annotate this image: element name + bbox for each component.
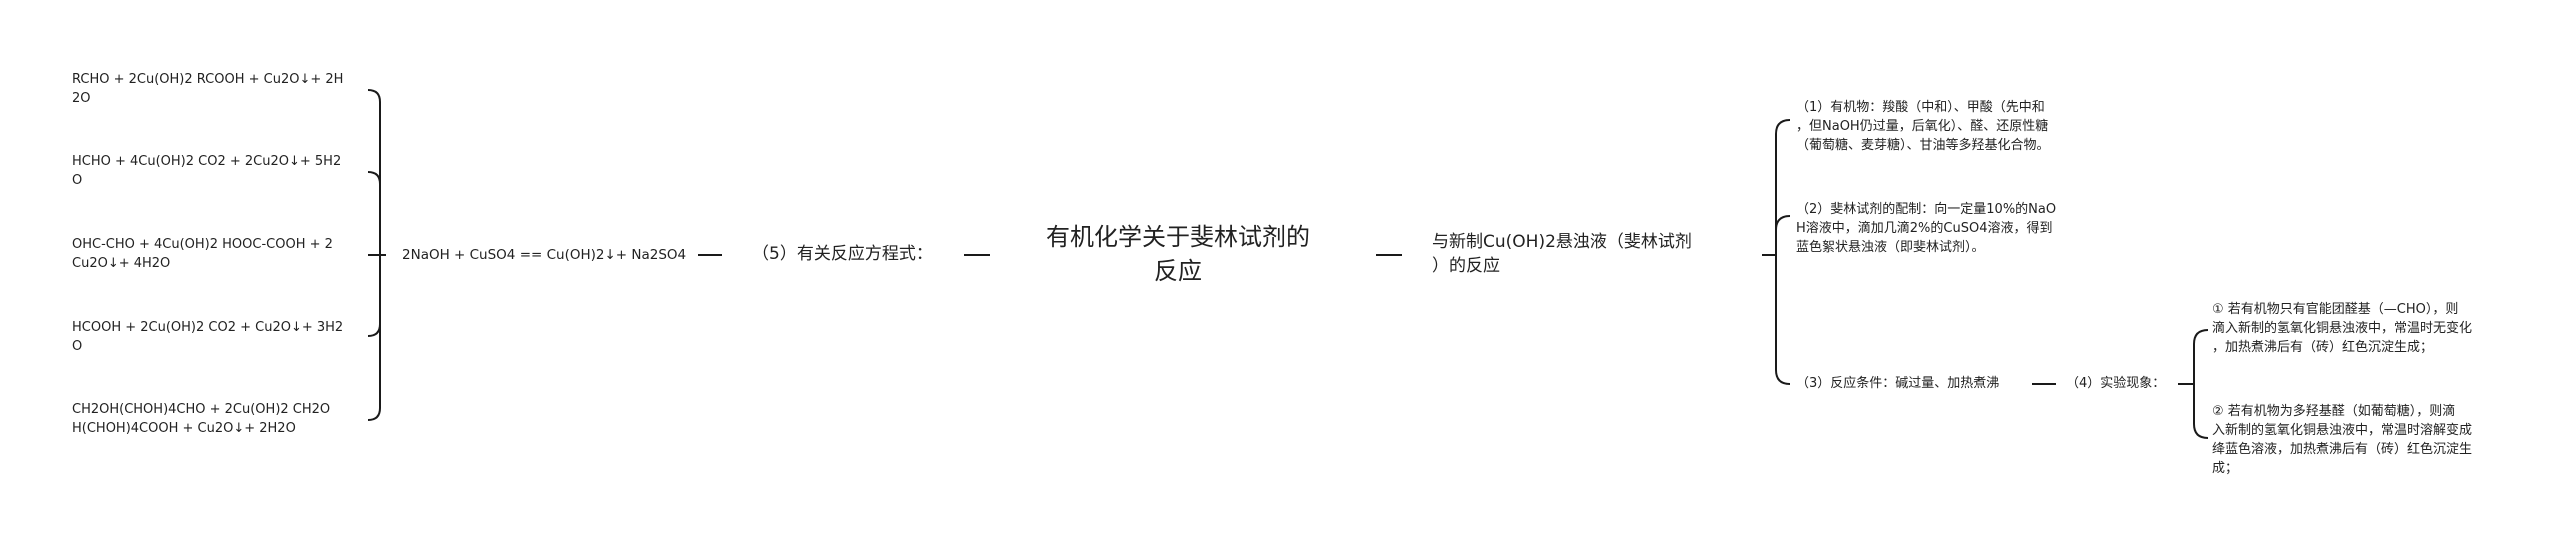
bracket-equations (367, 89, 386, 421)
left-branch-label[interactable]: （5）有关反应方程式： (752, 244, 933, 264)
equation-item[interactable]: HCOOH + 2Cu(OH)2 CO2 + Cu2O↓+ 3H2 O (72, 320, 344, 354)
left-sub-label[interactable]: 2NaOH + CuSO4 == Cu(OH)2↓+ Na2SO4 (402, 247, 687, 263)
equation-item[interactable]: CH2OH(CHOH)4CHO + 2Cu(OH)2 CH2O H(CHOH)4… (72, 402, 331, 436)
condition-item-1[interactable]: （1）有机物：羧酸（中和）、甲酸（先中和 ，但NaOH仍过量，后氧化）、醛、还原… (1796, 100, 2050, 153)
right-branch-label[interactable]: 与新制Cu(OH)2悬浊液（斐林试剂 ）的反应 (1432, 232, 1692, 276)
root-topic[interactable]: 有机化学关于斐林试剂的 反应 (1046, 223, 1310, 285)
bracket-phenomena (2193, 329, 2209, 439)
bracket-items (1775, 119, 1791, 385)
equation-item[interactable]: OHC-CHO + 4Cu(OH)2 HOOC-COOH + 2 Cu2O↓+ … (72, 237, 333, 271)
phenomenon-item-1[interactable]: ① 若有机物只有官能团醛基（—CHO），则 滴入新制的氢氧化铜悬浊液中，常温时无… (2212, 302, 2473, 355)
condition-item-2[interactable]: （2）斐林试剂的配制：向一定量10%的NaO H溶液中，滴加几滴2%的CuSO4… (1796, 202, 2057, 255)
condition-item-3[interactable]: （3）反应条件：碱过量、加热煮沸 (1796, 376, 2000, 391)
equation-item[interactable]: RCHO + 2Cu(OH)2 RCOOH + Cu2O↓+ 2H 2O (72, 72, 344, 106)
phenomenon-item-2[interactable]: ② 若有机物为多羟基醛（如葡萄糖），则滴 入新制的氢氧化铜悬浊液中，常温时溶解变… (2212, 404, 2473, 476)
phenomena-label[interactable]: （4）实验现象： (2066, 376, 2166, 391)
equation-item[interactable]: HCHO + 4Cu(OH)2 CO2 + 2Cu2O↓+ 5H2 O (72, 154, 342, 188)
